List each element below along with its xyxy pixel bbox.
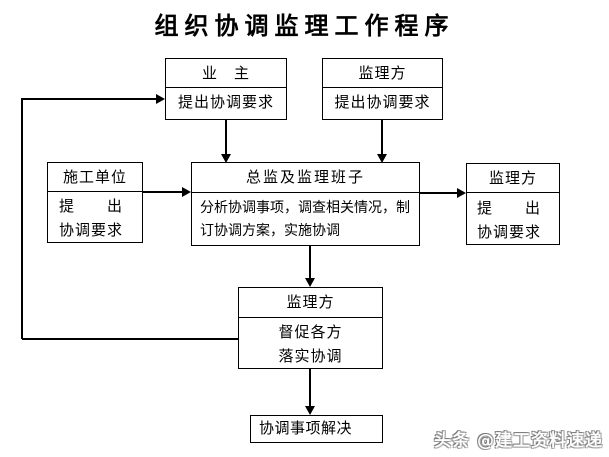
- line-supervisor-bottom-to-resolve: [309, 369, 311, 406]
- owner-box-body: 提出协调要求: [177, 93, 274, 111]
- arrowhead-owner-to-chief: [221, 154, 231, 163]
- arrowhead-supervisor-bottom-to-resolve: [305, 406, 315, 415]
- chief-box-body: 分析协调事项，调查相关情况，制 订协调方案，实施协调: [192, 193, 419, 243]
- feedback-line-bottom: [22, 338, 238, 340]
- supervisor-bottom-box-body: 督促各方 落实协调: [239, 318, 382, 368]
- supervisor-bottom-body-line: 落实协调: [278, 347, 343, 365]
- supervisor-bottom-box-header: 监理方: [239, 288, 382, 318]
- arrowhead-chief-to-supervisor-right: [457, 188, 466, 198]
- line-contractor-to-chief: [143, 191, 183, 193]
- supervisor-right-body-line: 提 出: [477, 199, 542, 217]
- resolve-box: 协调事项解决: [250, 415, 383, 443]
- line-chief-to-supervisor-bottom: [309, 246, 311, 279]
- line-chief-to-supervisor-right: [420, 192, 458, 194]
- contractor-box-body: 提 出 协调要求: [48, 192, 142, 242]
- chief-body-line: 分析协调事项，调查相关情况，制: [200, 200, 410, 216]
- line-supervisor-top-to-chief: [381, 120, 383, 155]
- supervisor-right-box-header: 监理方: [467, 164, 559, 193]
- page-title: 组织协调监理工作程序: [154, 12, 455, 40]
- supervisor-right-box: 监理方 提 出 协调要求: [466, 163, 560, 245]
- feedback-line-top: [22, 98, 157, 100]
- contractor-box-header: 施工单位: [48, 163, 142, 192]
- chief-box: 总监及监理班子 分析协调事项，调查相关情况，制 订协调方案，实施协调: [191, 162, 420, 246]
- owner-box: 业 主 提出协调要求: [165, 58, 287, 120]
- contractor-body-line: 提 出: [59, 197, 124, 215]
- owner-box-header: 业 主: [166, 59, 286, 88]
- arrowhead-supervisor-top-to-chief: [377, 154, 387, 163]
- supervisor-top-box-body: 提出协调要求: [334, 93, 431, 111]
- supervisor-bottom-box: 监理方 督促各方 落实协调: [238, 287, 383, 369]
- supervisor-top-box: 监理方 提出协调要求: [322, 58, 443, 120]
- contractor-body-line: 协调要求: [59, 221, 124, 239]
- supervisor-right-box-body: 提 出 协调要求: [467, 193, 559, 244]
- feedback-line-left: [21, 98, 23, 339]
- chief-body-line: 订协调方案，实施协调: [200, 223, 340, 239]
- watermark: 头条 @建工资料速递: [434, 431, 603, 451]
- arrowhead-chief-to-supervisor-bottom: [305, 278, 315, 287]
- supervisor-bottom-body-line: 督促各方: [278, 323, 343, 341]
- arrowhead-feedback-to-owner: [156, 94, 165, 104]
- arrowhead-contractor-to-chief: [182, 187, 191, 197]
- line-owner-to-chief: [225, 120, 227, 155]
- supervisor-right-body-line: 协调要求: [477, 223, 542, 241]
- chief-box-header: 总监及监理班子: [192, 163, 419, 193]
- contractor-box: 施工单位 提 出 协调要求: [47, 162, 143, 243]
- supervisor-top-box-header: 监理方: [323, 59, 442, 88]
